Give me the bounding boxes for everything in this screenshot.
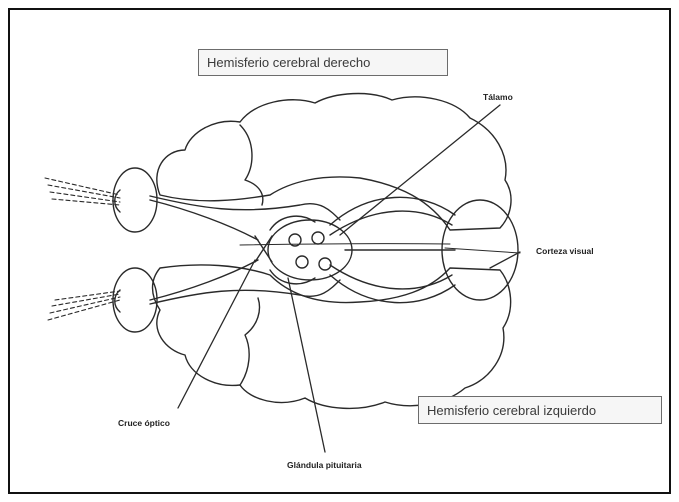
radiation-upper-1 — [329, 196, 456, 226]
label-left-hemisphere: Hemisferio cerebral izquierdo — [418, 396, 662, 424]
right-fold — [239, 124, 264, 206]
left-eye — [112, 267, 158, 333]
visual-cortex — [441, 199, 519, 301]
radiation-lower-1 — [329, 274, 456, 304]
optic-nerve-right — [149, 199, 259, 241]
right-hemisphere-outline — [156, 92, 512, 231]
optic-tract-b — [149, 279, 341, 305]
optic-nerve-left — [149, 259, 259, 301]
pointer-optic-chiasm — [177, 259, 256, 409]
thalamus-loop — [269, 215, 316, 231]
thalamus-loop-2 — [269, 269, 316, 285]
label-visual-cortex: Corteza visual — [536, 246, 594, 256]
left-fold — [239, 297, 261, 386]
label-optic-chiasm: Cruce óptico — [118, 418, 170, 428]
pointer-pituitary — [287, 277, 326, 453]
optic-tract-a — [149, 195, 341, 221]
radiation-lower-2 — [329, 264, 453, 290]
radiation-upper-2 — [329, 210, 453, 236]
right-eye — [112, 167, 158, 233]
label-right-hemisphere: Hemisferio cerebral derecho — [198, 49, 448, 76]
label-thalamus: Tálamo — [483, 92, 513, 102]
label-pituitary: Glándula pituitaria — [287, 460, 362, 470]
pointer-visual-cortex — [489, 251, 521, 269]
chiasm-cross-2 — [254, 235, 273, 263]
pointer-thalamus — [339, 104, 501, 236]
left-hemisphere-outline — [151, 264, 512, 410]
midline — [239, 243, 451, 246]
